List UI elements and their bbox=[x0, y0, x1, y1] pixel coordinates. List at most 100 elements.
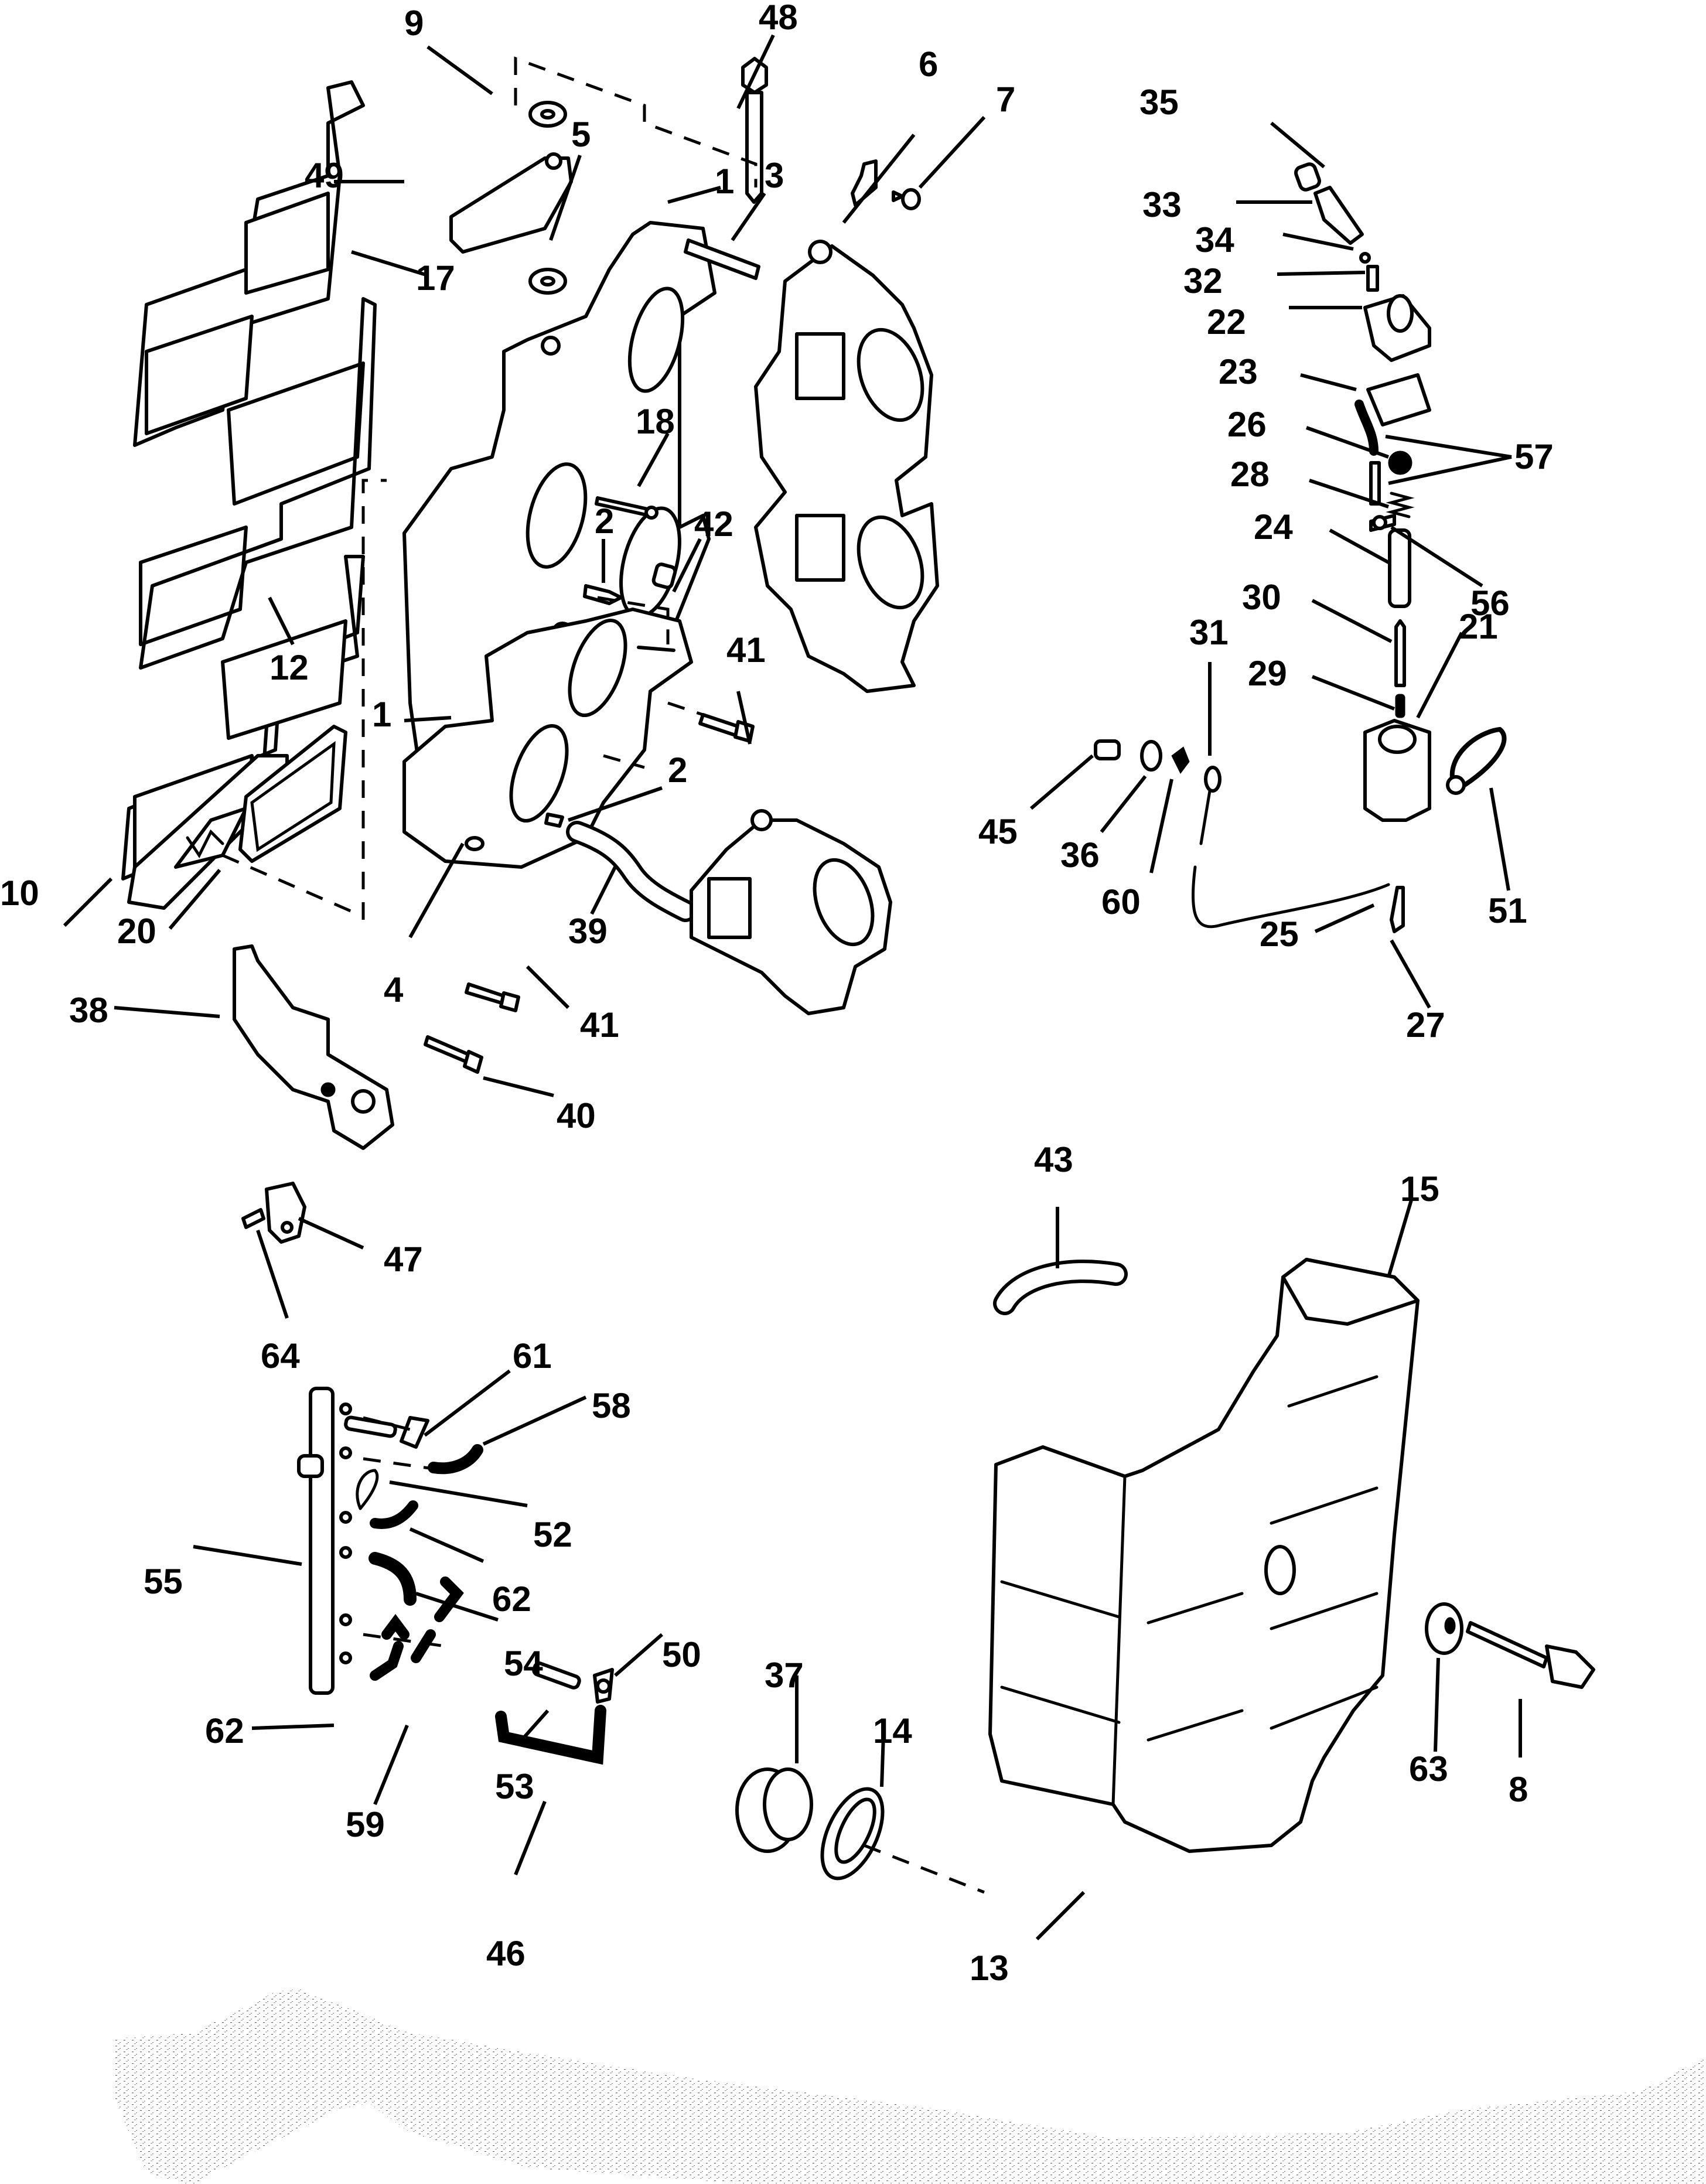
hose-46[interactable] bbox=[495, 1705, 606, 1765]
callout-30[interactable]: 30 bbox=[1242, 578, 1281, 617]
callout-2-lower[interactable]: 2 bbox=[668, 750, 687, 790]
callout-36[interactable]: 36 bbox=[1060, 835, 1100, 875]
callout-18[interactable]: 18 bbox=[636, 402, 675, 441]
silencer-13[interactable] bbox=[988, 1258, 1420, 1853]
callout-50[interactable]: 50 bbox=[662, 1635, 701, 1674]
callout-29[interactable]: 29 bbox=[1248, 654, 1287, 693]
pin-30[interactable] bbox=[1394, 619, 1406, 687]
stud-3[interactable] bbox=[684, 238, 760, 280]
callout-21[interactable]: 21 bbox=[1459, 607, 1498, 646]
cover-15[interactable] bbox=[1281, 1258, 1420, 1326]
callout-7[interactable]: 7 bbox=[996, 80, 1015, 119]
hose-59[interactable] bbox=[411, 1576, 464, 1663]
ground-lead-31[interactable] bbox=[1191, 766, 1390, 929]
callout-49[interactable]: 49 bbox=[305, 156, 344, 195]
fitting-4[interactable] bbox=[465, 836, 484, 851]
check-valve-26[interactable] bbox=[1388, 451, 1412, 475]
hose-43[interactable] bbox=[993, 1260, 1128, 1315]
callout-38[interactable]: 38 bbox=[69, 991, 108, 1030]
plug-37[interactable] bbox=[735, 1767, 813, 1853]
carburetor-upper[interactable] bbox=[754, 240, 939, 693]
spring-29[interactable] bbox=[1395, 694, 1405, 718]
callout-63[interactable]: 63 bbox=[1409, 1749, 1448, 1789]
callout-62-lower[interactable]: 62 bbox=[205, 1711, 244, 1750]
callout-59[interactable]: 59 bbox=[346, 1805, 385, 1844]
callout-56[interactable]: 56 bbox=[1470, 583, 1510, 623]
callout-52[interactable]: 52 bbox=[533, 1515, 572, 1554]
callout-64[interactable]: 64 bbox=[261, 1336, 300, 1376]
connector-25[interactable] bbox=[1390, 886, 1405, 933]
screw-7[interactable] bbox=[892, 188, 921, 210]
cap-35[interactable] bbox=[1294, 162, 1321, 192]
callout-43[interactable]: 43 bbox=[1034, 1140, 1073, 1179]
callout-15[interactable]: 15 bbox=[1400, 1169, 1439, 1209]
callout-5[interactable]: 5 bbox=[571, 115, 591, 154]
callout-37[interactable]: 37 bbox=[765, 1656, 804, 1695]
intake-manifold-lower-1[interactable] bbox=[402, 608, 693, 869]
hose-61[interactable] bbox=[344, 1415, 429, 1449]
hose-62-lower[interactable] bbox=[370, 1614, 410, 1681]
washer-36[interactable] bbox=[1140, 740, 1162, 772]
gasket-20[interactable] bbox=[238, 725, 347, 863]
callout-32[interactable]: 32 bbox=[1183, 261, 1223, 301]
callout-17[interactable]: 17 bbox=[416, 258, 455, 298]
callout-41-upper[interactable]: 41 bbox=[726, 630, 766, 670]
bracket-49[interactable] bbox=[449, 152, 573, 254]
diaphragm-23[interactable] bbox=[1366, 373, 1431, 426]
spring-28[interactable] bbox=[1386, 492, 1415, 518]
tee-fitting-56[interactable] bbox=[1369, 514, 1396, 532]
callout-54[interactable]: 54 bbox=[504, 1644, 543, 1683]
callout-55[interactable]: 55 bbox=[144, 1562, 183, 1601]
callout-26[interactable]: 26 bbox=[1227, 405, 1267, 444]
callout-58[interactable]: 58 bbox=[592, 1386, 631, 1425]
callout-24[interactable]: 24 bbox=[1254, 507, 1293, 547]
callout-34[interactable]: 34 bbox=[1195, 220, 1234, 260]
callout-6[interactable]: 6 bbox=[919, 45, 938, 84]
nut-60[interactable] bbox=[1171, 746, 1190, 774]
callout-20[interactable]: 20 bbox=[117, 912, 156, 951]
hose-53[interactable] bbox=[532, 1661, 581, 1690]
callout-42[interactable]: 42 bbox=[694, 504, 733, 544]
strap-51[interactable] bbox=[1446, 726, 1507, 795]
callout-23[interactable]: 23 bbox=[1219, 352, 1258, 391]
callout-2-upper[interactable]: 2 bbox=[595, 501, 614, 541]
grommet-63[interactable] bbox=[1425, 1602, 1463, 1655]
gasket-17[interactable] bbox=[133, 80, 377, 670]
sleeve-24[interactable] bbox=[1388, 528, 1411, 608]
callout-12[interactable]: 12 bbox=[269, 648, 309, 687]
callout-51[interactable]: 51 bbox=[1488, 891, 1527, 930]
fuel-pump-base-21[interactable] bbox=[1363, 719, 1431, 822]
fitting-2-lower[interactable] bbox=[544, 813, 564, 828]
callout-39[interactable]: 39 bbox=[568, 912, 608, 951]
callout-4[interactable]: 4 bbox=[384, 970, 404, 1009]
fitting-33[interactable] bbox=[1313, 186, 1364, 245]
callout-40[interactable]: 40 bbox=[557, 1096, 596, 1135]
seal-14[interactable] bbox=[810, 1780, 895, 1888]
callout-9[interactable]: 9 bbox=[404, 4, 424, 43]
screw-45[interactable] bbox=[1094, 739, 1121, 760]
hose-39[interactable] bbox=[566, 821, 697, 922]
callout-13[interactable]: 13 bbox=[970, 1948, 1009, 1988]
o-ring-34[interactable] bbox=[1359, 252, 1371, 264]
plug-42[interactable] bbox=[651, 562, 677, 589]
bracket-47[interactable] bbox=[265, 1182, 306, 1244]
callout-61[interactable]: 61 bbox=[513, 1336, 552, 1376]
screw-41-lower[interactable] bbox=[465, 982, 520, 1012]
callout-45[interactable]: 45 bbox=[978, 812, 1018, 851]
callout-1-lower[interactable]: 1 bbox=[372, 695, 391, 734]
callout-31[interactable]: 31 bbox=[1189, 613, 1229, 652]
callout-22[interactable]: 22 bbox=[1207, 302, 1246, 342]
bracket-38[interactable] bbox=[233, 944, 394, 1150]
callout-35[interactable]: 35 bbox=[1139, 83, 1179, 122]
clip-6[interactable] bbox=[851, 159, 878, 207]
callout-8[interactable]: 8 bbox=[1509, 1770, 1528, 1809]
callout-25[interactable]: 25 bbox=[1260, 914, 1299, 954]
callout-14[interactable]: 14 bbox=[873, 1711, 912, 1750]
tee-fitting-50[interactable] bbox=[593, 1668, 614, 1704]
washer-9[interactable] bbox=[528, 101, 567, 128]
hose-58[interactable] bbox=[428, 1444, 483, 1475]
callout-41-lower[interactable]: 41 bbox=[580, 1005, 619, 1045]
hose-54[interactable] bbox=[369, 1552, 417, 1606]
screw-32[interactable] bbox=[1366, 265, 1379, 292]
screw-40[interactable] bbox=[424, 1035, 483, 1074]
